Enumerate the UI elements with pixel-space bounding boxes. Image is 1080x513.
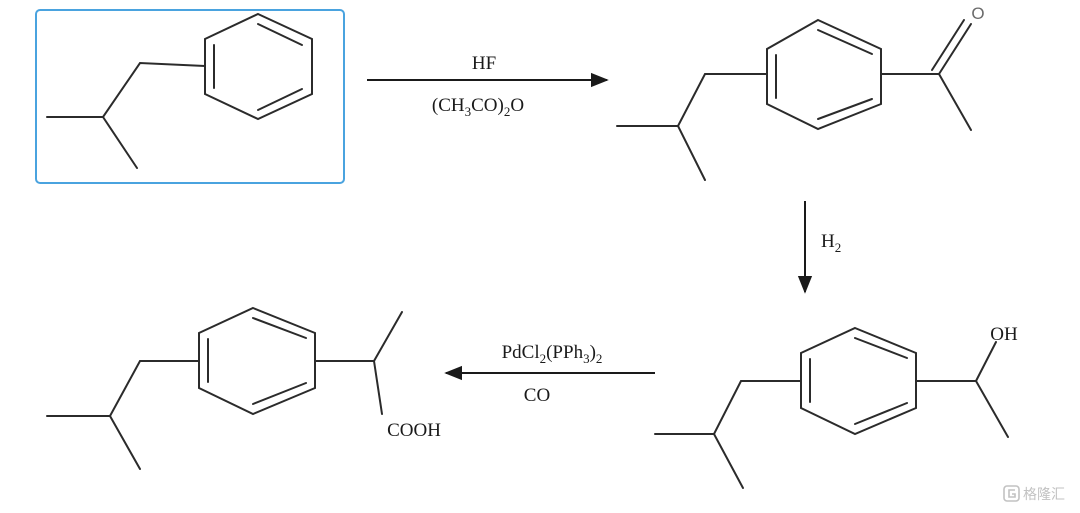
molecule-isobutylbenzene[interactable] [46,12,313,169]
isobutyl-chain [654,380,802,435]
reagent-pdcl2-pph3: PdCl2(PPh3)2 [502,342,603,366]
molecule-isobutylacetophenone[interactable]: O [616,4,985,181]
reagent-co: CO [524,385,550,406]
reagent-hf: HF [472,53,496,74]
reagent-acetic-anhydride: (CH3CO)2O [432,95,524,119]
watermark: 格隆汇 [1003,485,1065,503]
hydroxyl-label: OH [990,324,1018,345]
reaction-arrow-acylation: HF (CH3CO)2O [367,53,609,119]
gelonghui-logo-icon [1003,485,1020,502]
reaction-arrow-hydrogenation: H2 [797,201,841,294]
isobutyl-chain [46,61,206,118]
reaction-arrow-carbonylation: PdCl2(PPh3)2 CO [444,342,655,406]
benzene-ring [800,326,917,436]
ketone-oxygen-label: O [971,4,984,23]
isobutyl-chain [46,360,200,417]
molecule-isobutylphenylethanol[interactable]: OH [654,324,1018,489]
benzene-ring [204,12,313,121]
molecule-ibuprofen[interactable]: COOH [46,306,441,470]
reagent-h2: H2 [821,231,841,255]
selection-box[interactable] [35,9,345,184]
benzene-ring [766,18,882,131]
isobutyl-chain [616,73,768,127]
carboxyl-label: COOH [387,420,441,441]
watermark-text: 格隆汇 [1023,487,1065,503]
benzene-ring [198,306,316,416]
